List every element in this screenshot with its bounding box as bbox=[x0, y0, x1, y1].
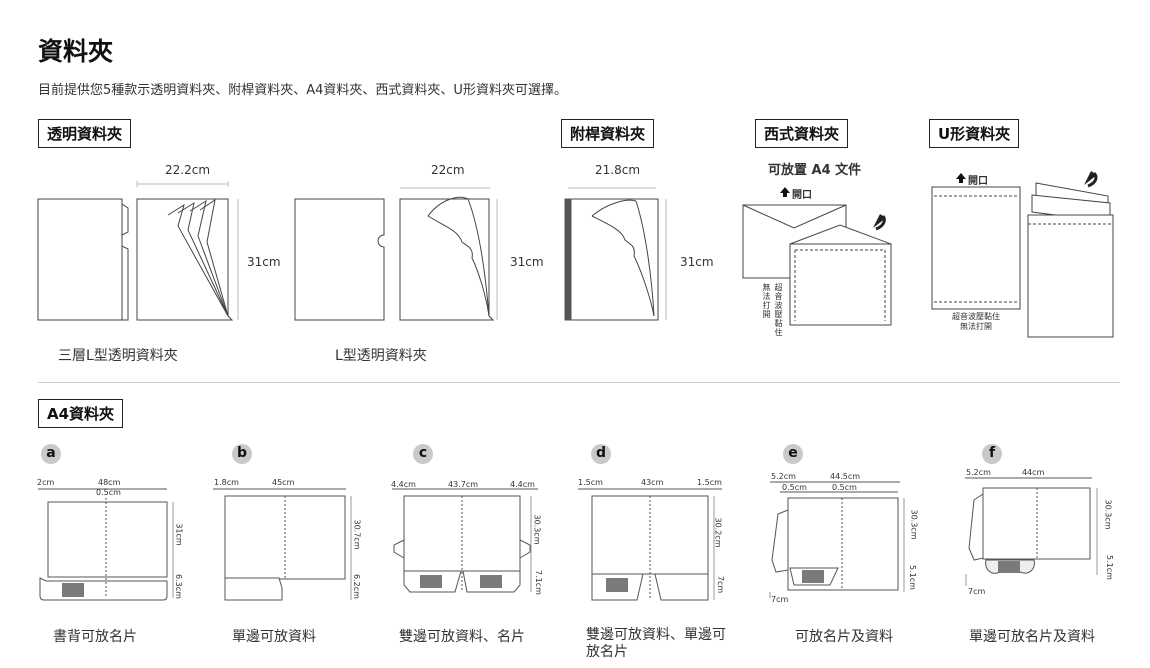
western-arrow-icon bbox=[873, 214, 886, 231]
badge-f: f bbox=[982, 444, 1002, 464]
a-dim-5: 6.3cm bbox=[173, 574, 183, 599]
c-dim-4: 30.3cm bbox=[532, 514, 542, 545]
caption-c: 雙邊可放資料、名片 bbox=[399, 629, 525, 645]
tri-width-label: 22.2cm bbox=[165, 163, 211, 177]
a4-folder-d bbox=[578, 488, 722, 601]
western-vertical-note-2: 超音波壓黏住 bbox=[774, 283, 783, 337]
tri-layer-folder-open bbox=[136, 198, 234, 321]
b-dim-2: 45cm bbox=[272, 478, 295, 487]
a4-folder-c bbox=[392, 488, 538, 593]
badge-a: a bbox=[41, 444, 61, 464]
c-dim-2: 43.7cm bbox=[448, 480, 479, 489]
d-dim-1: 1.5cm bbox=[578, 478, 603, 487]
section-label-rod: 附桿資料夾 bbox=[561, 119, 655, 148]
western-opening-label: 開口 bbox=[792, 190, 812, 201]
caption-a: 書背可放名片 bbox=[53, 629, 137, 645]
a4-folder-f bbox=[965, 477, 1098, 586]
e-dim-5: 30.3cm bbox=[909, 509, 919, 540]
section-label-a4: A4資料夾 bbox=[38, 399, 124, 428]
b-dim-3: 30.7cm bbox=[352, 519, 362, 550]
western-vertical-note: 無法打開 bbox=[762, 283, 771, 319]
western-heading: 可放置 A4 文件 bbox=[768, 163, 862, 178]
l-width-label: 22cm bbox=[431, 163, 465, 177]
f-dim-3: 30.3cm bbox=[1103, 499, 1113, 530]
f-dim-4: 5.1cm bbox=[1104, 555, 1114, 580]
a4-folder-a bbox=[38, 488, 174, 601]
e-dim-4: 0.5cm bbox=[832, 483, 857, 492]
a-dim-3: 0.5cm bbox=[96, 488, 121, 497]
section-label-transparent: 透明資料夾 bbox=[38, 119, 132, 148]
caption-b: 單邊可放資料 bbox=[232, 629, 316, 645]
e-dim-1: 5.2cm bbox=[771, 472, 796, 481]
f-dim-5: 7cm bbox=[968, 587, 986, 596]
u-folder-note: 超音波壓黏住無法打開 bbox=[952, 312, 1000, 331]
e-dim-6: 5.1cm bbox=[907, 565, 917, 590]
c-dim-5: 7.1cm bbox=[533, 570, 543, 595]
a-dim-2: 48cm bbox=[98, 478, 121, 487]
rod-width-label: 21.8cm bbox=[595, 163, 641, 177]
badge-b: b bbox=[232, 444, 252, 464]
a4-folder-e bbox=[769, 481, 905, 598]
b-dim-4: 6.2cm bbox=[351, 574, 361, 599]
tri-layer-folder-front bbox=[37, 198, 129, 321]
badge-d: d bbox=[591, 444, 611, 464]
section-label-u-shape: U形資料夾 bbox=[929, 119, 1020, 148]
f-dim-2: 44cm bbox=[1022, 468, 1045, 477]
u-folder-opening-arrow-icon bbox=[956, 173, 966, 183]
a-dim-1: 2cm bbox=[37, 478, 55, 487]
page-title: 資料夾 bbox=[38, 37, 114, 66]
caption-d: 雙邊可放資料、單邊可放名片 bbox=[586, 627, 726, 660]
rod-folder bbox=[564, 198, 659, 321]
c-dim-1: 4.4cm bbox=[391, 480, 416, 489]
d-dim-4: 30.2cm bbox=[713, 517, 723, 548]
rod-height-label: 31cm bbox=[680, 255, 714, 269]
u-folder-arrow-icon bbox=[1084, 171, 1098, 188]
l-folder-front bbox=[294, 198, 385, 321]
e-dim-3: 0.5cm bbox=[782, 483, 807, 492]
badge-c: c bbox=[413, 444, 433, 464]
u-opening-label: 開口 bbox=[968, 176, 988, 187]
section-label-western: 西式資料夾 bbox=[755, 119, 849, 148]
e-dim-7: 7cm bbox=[771, 595, 789, 604]
western-opening-arrow-icon bbox=[780, 187, 790, 197]
b-dim-1: 1.8cm bbox=[214, 478, 239, 487]
page-description: 目前提供您5種款示透明資料夾、附桿資料夾、A4資料夾、西式資料夾、U形資料夾可選… bbox=[38, 83, 567, 98]
e-dim-2: 44.5cm bbox=[830, 472, 861, 481]
l-height-label: 31cm bbox=[510, 255, 544, 269]
f-dim-1: 5.2cm bbox=[966, 468, 991, 477]
d-dim-3: 1.5cm bbox=[697, 478, 722, 487]
l-folder-caption: L型透明資料夾 bbox=[335, 348, 427, 364]
caption-f: 單邊可放名片及資料 bbox=[969, 629, 1095, 645]
d-dim-5: 7cm bbox=[716, 575, 726, 594]
u-folder-stack bbox=[1027, 182, 1114, 338]
a4-folder-b bbox=[213, 488, 352, 601]
tri-height-label: 31cm bbox=[247, 255, 281, 269]
caption-e: 可放名片及資料 bbox=[795, 629, 893, 645]
u-folder-back bbox=[931, 186, 1021, 310]
western-envelope-front bbox=[789, 224, 892, 326]
d-dim-2: 43cm bbox=[641, 478, 664, 487]
a-dim-4: 31cm bbox=[174, 523, 184, 546]
tri-layer-caption: 三層L型透明資料夾 bbox=[58, 348, 178, 364]
badge-e: e bbox=[783, 444, 803, 464]
c-dim-3: 4.4cm bbox=[510, 480, 535, 489]
l-folder-open bbox=[399, 196, 495, 321]
section-divider bbox=[38, 382, 1120, 383]
